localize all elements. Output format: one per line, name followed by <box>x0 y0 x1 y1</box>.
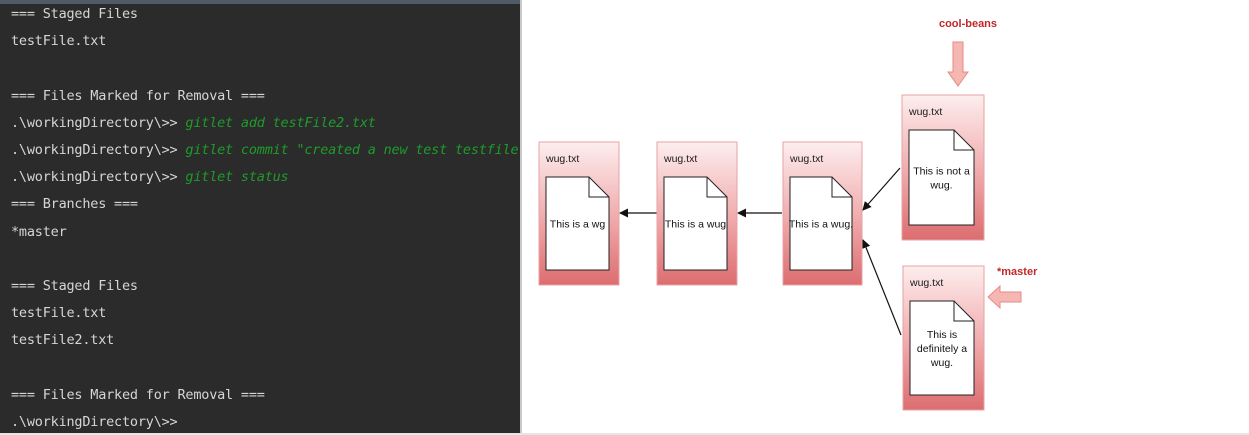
branch-label-master: *master <box>997 266 1038 278</box>
terminal-line-text: *master <box>11 223 67 240</box>
terminal-line-text: testFile2.txt <box>11 332 115 349</box>
folded-corner-icon <box>831 177 852 198</box>
commit-arrow-5-to-3 <box>861 239 902 336</box>
terminal-line: === Staged Files <box>11 276 138 296</box>
terminal-line: .\workingDirectory\>> gitlet add testFil… <box>11 113 376 133</box>
terminal-line: .\workingDirectory\>> gitlet status <box>11 167 289 187</box>
commit-content-text: wug. <box>929 180 952 192</box>
terminal-line: testFile.txt <box>11 31 106 51</box>
terminal-line: testFile2.txt <box>11 330 114 350</box>
folded-corner-icon <box>706 177 727 198</box>
terminal-panel[interactable]: === Staged Files testFile.txt === Files Ma… <box>0 0 520 435</box>
terminal-line: *master <box>11 222 67 242</box>
terminal-command: gitlet status <box>185 169 289 186</box>
file-document-icon <box>545 176 610 271</box>
commit-content-text: This is a wug <box>665 219 726 231</box>
terminal-line-text: === Files Marked for Removal === <box>11 87 265 104</box>
commit-file-label: wug.txt <box>909 277 943 289</box>
terminal-top-bar <box>0 0 520 4</box>
terminal-line-text: .\workingDirectory\>> <box>11 414 178 430</box>
folded-corner-icon <box>953 301 974 322</box>
file-document-icon <box>789 176 853 271</box>
branch-label-cool-beans: cool-beans <box>939 18 997 30</box>
terminal-line-text: .\workingDirectory\>> <box>11 169 186 186</box>
terminal-line: === Branches === <box>11 194 138 214</box>
terminal-line: .\workingDirectory\>> gitlet commit "cre… <box>11 140 520 160</box>
commit-file-label: wug.txt <box>663 153 697 165</box>
commit-arrow-4-to-3 <box>862 167 901 211</box>
master-pointer-arrow <box>987 284 1022 310</box>
commit-file-label: wug.txt <box>908 106 942 118</box>
commit-content-text: This is a wg <box>550 219 606 231</box>
cool-beans-pointer-arrow <box>947 41 969 87</box>
terminal-line-text: === Staged Files <box>11 6 138 22</box>
folded-corner-icon <box>588 177 609 198</box>
panel-divider <box>520 0 522 435</box>
terminal-line-text: testFile.txt <box>11 305 107 322</box>
commit-file-label: wug.txt <box>545 153 579 165</box>
terminal-command: gitlet add testFile2.txt <box>185 114 376 131</box>
terminal-line-text: === Files Marked for Removal === <box>11 386 265 403</box>
commit-file-label: wug.txt <box>789 153 823 165</box>
bottom-border <box>0 433 1249 435</box>
file-document-icon <box>908 129 975 226</box>
commit-content-text: This is a wug. <box>789 219 853 231</box>
commit-content-text: This is <box>927 329 957 341</box>
folded-corner-icon <box>953 130 974 151</box>
terminal-line-text: === Staged Files <box>11 278 138 294</box>
terminal-line: === Files Marked for Removal === <box>11 86 265 106</box>
file-document-icon <box>663 176 728 271</box>
terminal-line-text: testFile.txt <box>11 33 107 50</box>
terminal-line-text: === Branches === <box>11 196 138 213</box>
file-document-icon <box>909 300 975 396</box>
terminal-line: testFile.txt <box>11 303 106 323</box>
terminal-line: === Staged Files <box>11 4 138 24</box>
terminal-line: .\workingDirectory\>> <box>11 412 178 432</box>
terminal-line-text: .\workingDirectory\>> <box>11 114 186 131</box>
commit-content-text: This is not a <box>913 166 970 178</box>
terminal-command: gitlet commit "created a new test testfi… <box>185 142 520 158</box>
terminal-line-text: .\workingDirectory\>> <box>11 142 186 158</box>
commit-content-text: wug. <box>930 357 953 369</box>
commit-content-text: definitely a <box>917 343 967 355</box>
terminal-line: === Files Marked for Removal === <box>11 385 265 405</box>
